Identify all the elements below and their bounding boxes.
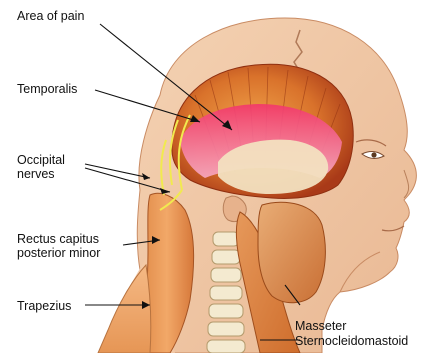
masseter-muscle <box>258 202 325 303</box>
trapezius-muscle <box>98 265 151 353</box>
iris <box>371 152 376 157</box>
label-masseter: Masseter <box>295 319 346 333</box>
label-trapezius: Trapezius <box>17 299 71 313</box>
label-area-of-pain: Area of pain <box>17 9 84 23</box>
label-rectus-capitus-posterior-minor: Rectus capitus posterior minor <box>17 232 132 260</box>
label-sternocleidomastoid: Sternocleidomastoid <box>295 334 408 348</box>
label-occipital-nerves: Occipital nerves <box>17 153 87 181</box>
label-temporalis: Temporalis <box>17 82 77 96</box>
